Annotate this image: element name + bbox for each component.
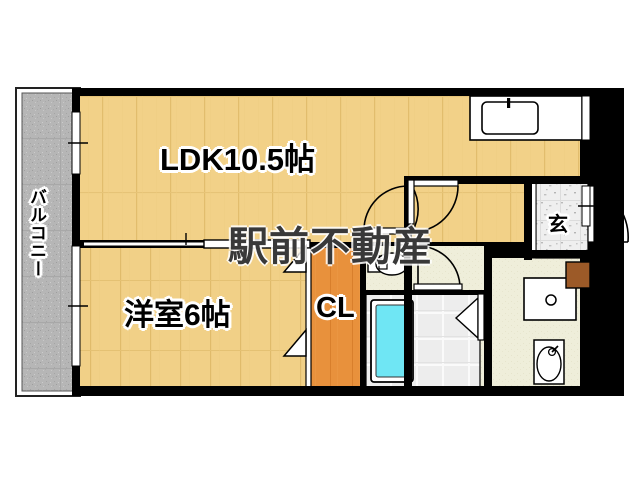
interior-walls [72,176,590,394]
room-genkan-floor [529,181,589,259]
wall-ticks [581,95,591,141]
room-closet-floor [305,247,366,389]
shoe-box-fixture [565,261,591,289]
hall-door-left[interactable] [363,185,411,235]
bathtub-fixture [370,299,414,383]
balcony-sliding-windows[interactable] [68,111,88,367]
ldk-window[interactable] [578,185,598,227]
toilet-fixture [367,252,409,276]
wash-basin-fixture [533,339,565,385]
room-bedroom-floor [80,248,310,388]
ldk-bedroom-partition [80,233,311,249]
balcony-area [15,87,81,397]
closet-sliding-door-arrows [282,243,307,357]
ldk-entry-door[interactable] [407,179,415,225]
bath-door-arrow [454,293,485,341]
kitchen-sink-fixture [481,98,539,135]
toilet-door[interactable] [413,245,463,291]
